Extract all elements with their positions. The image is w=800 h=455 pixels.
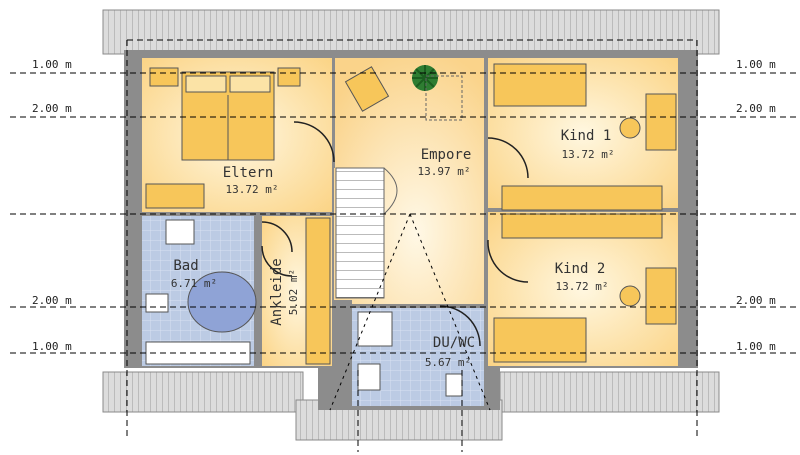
double-bed [181,71,275,161]
room-area-kind1: 13.72 m² [562,148,615,161]
room-name-kind2: Kind 2 [555,261,606,277]
skylight [425,75,463,121]
room-name-ankleide: Ankleide [269,258,285,325]
dim-right-1: 1.00 m [736,58,776,71]
toilet [145,293,169,313]
sink [165,219,195,245]
room-name-bad: Bad [173,258,198,274]
chair-kind2 [619,285,641,307]
dim-right-3: 2.00 m [736,294,776,307]
bathtub [187,271,257,333]
dimension-guides [10,39,800,452]
room-name-kind1: Kind 1 [561,128,612,144]
staircase [335,167,398,299]
room-area-ankleide: 5.02 m² [287,269,300,315]
toilet-duwc [445,373,463,397]
room-name-eltern: Eltern [223,165,274,181]
chair-kind1 [619,117,641,139]
sink-duwc [357,363,381,391]
room-name-empore: Empore [421,147,472,163]
nightstand [149,67,179,87]
shower [357,311,393,347]
roof-top [102,9,720,55]
desk-kind1 [645,93,677,151]
doors [261,121,529,347]
room-area-duwc: 5.67 m² [425,356,471,369]
bed-kind2 [493,317,587,363]
dim-left-3: 2.00 m [32,294,72,307]
dim-right-2: 2.00 m [736,102,776,115]
room-area-eltern: 13.72 m² [226,183,279,196]
room-area-bad: 6.71 m² [171,277,217,290]
bed-kind1 [493,63,587,107]
dresser [145,183,205,209]
dim-left-1: 1.00 m [32,58,72,71]
room-name-duwc: DU/WC [433,335,475,351]
plant-icon [412,65,438,91]
wardrobe-kind2 [501,213,663,239]
nightstand [277,67,301,87]
desk-kind2 [645,267,677,325]
dim-left-4: 1.00 m [32,340,72,353]
room-area-kind2: 13.72 m² [556,280,609,293]
dim-left-2: 2.00 m [32,102,72,115]
room-area-empore: 13.97 m² [418,165,471,178]
armchair [344,66,390,112]
dim-right-4: 1.00 m [736,340,776,353]
shelving [305,217,331,365]
wardrobe-kind1 [501,185,663,211]
